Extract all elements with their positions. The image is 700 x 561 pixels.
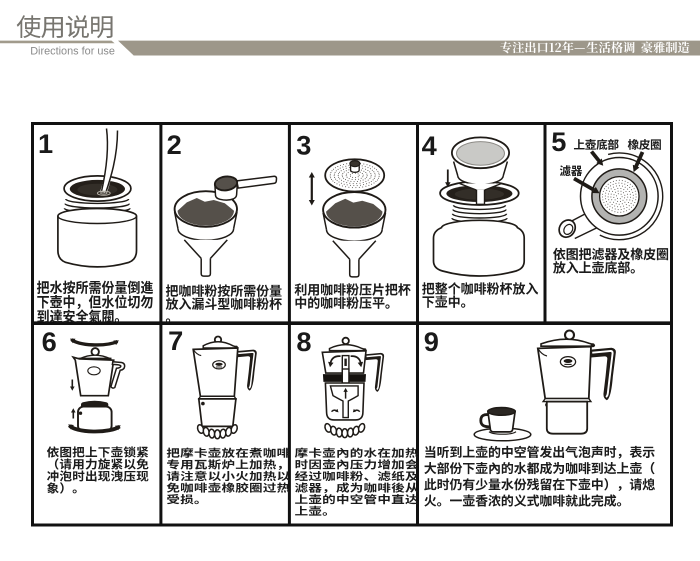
svg-text:7: 7 — [168, 325, 183, 356]
svg-text:6: 6 — [42, 326, 57, 357]
svg-text:8: 8 — [296, 326, 311, 357]
svg-text:2: 2 — [167, 129, 182, 160]
svg-text:3: 3 — [296, 129, 311, 160]
svg-text:Directions for use: Directions for use — [30, 46, 115, 58]
svg-text:5: 5 — [551, 126, 566, 157]
svg-text:4: 4 — [422, 130, 437, 161]
svg-text:1: 1 — [38, 128, 53, 159]
svg-text:9: 9 — [424, 326, 439, 357]
